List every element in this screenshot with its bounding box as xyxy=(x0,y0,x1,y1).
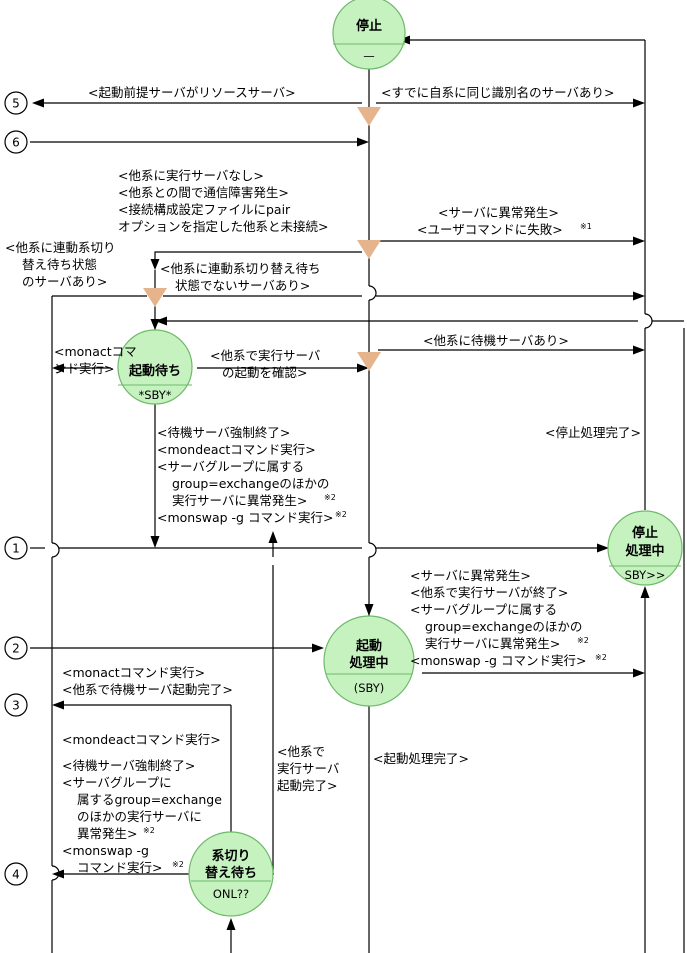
state-start-wait-name: 起動待ち xyxy=(128,363,181,379)
note-2a: ※2 xyxy=(324,493,336,502)
label-group-exchange-2: group=exchangeのほかの xyxy=(425,619,582,634)
label-linked-wait-1: <他系に連動系切り xyxy=(5,240,115,255)
label-pair-option-1: <接続構成設定ファイルにpair xyxy=(118,202,291,217)
label-monact-2: ンド実行> xyxy=(54,361,114,376)
svg-text:5: 5 xyxy=(12,97,20,111)
label-start-complete: <起動処理完了> xyxy=(373,751,469,766)
decision-triangle-4 xyxy=(357,352,381,371)
state-stop: 停止 — xyxy=(332,0,406,70)
svg-text:4: 4 xyxy=(12,868,20,882)
decision-triangles xyxy=(143,107,381,371)
label-server-error: <サーバに異常発生> xyxy=(438,205,559,220)
label-group-exchange-3: 属するgroup=exchange xyxy=(77,792,222,807)
label-monswap: <monswap -g コマンド実行> xyxy=(157,510,333,525)
state-stopping-name1: 停止 xyxy=(632,525,658,541)
label-linked-wait-2: 替え待ち状態 xyxy=(22,257,97,272)
label-server-group: <サーバグループに属する xyxy=(157,459,304,474)
horizontal-lines xyxy=(30,39,684,875)
state-stopping: 停止 処理中 SBY>> xyxy=(607,510,683,586)
note-2e: ※2 xyxy=(143,826,155,835)
label-sby-force-end: <待機サーバ強制終了> xyxy=(157,425,290,440)
label-standby-exists: <他系に待機サーバあり> xyxy=(423,333,569,348)
terminal-3: 3 xyxy=(4,693,28,717)
note-2d: ※2 xyxy=(595,653,607,662)
label-monswap-3: <monswap -g xyxy=(62,843,149,858)
state-starting-sub: (SBY) xyxy=(354,681,385,695)
state-stop-name: 停止 xyxy=(356,18,382,34)
vertical-lines xyxy=(51,40,685,953)
note-2b: ※2 xyxy=(335,510,347,519)
label-monact-cmd: <monactコマンド実行> xyxy=(62,665,205,680)
label-monact-1: <monactコマ xyxy=(54,344,137,359)
label-comm-failure: <他系との間で通信障害発生> xyxy=(118,185,289,200)
label-error-3: 異常発生> xyxy=(77,826,137,841)
label-no-exec-server: <他系に実行サーバなし> xyxy=(118,168,264,183)
label-resource-server: <起動前提サーバがリソースサーバ> xyxy=(88,85,296,100)
state-switch-wait: 系切り 替え待ち ONL?? xyxy=(188,831,274,917)
state-stopping-name2: 処理中 xyxy=(624,543,664,559)
note-1: ※1 xyxy=(580,222,592,231)
label-exec-confirm-1: <他系で実行サーバ xyxy=(210,348,320,363)
terminal-1: 1 xyxy=(4,536,28,560)
label-exec-error: 実行サーバに異常発生> xyxy=(172,493,307,508)
terminal-5: 5 xyxy=(4,91,28,115)
label-not-linked-wait-2: 状態でないサーバあり> xyxy=(175,278,310,293)
label-server-group-3: <サーバグループに xyxy=(62,775,172,790)
label-mondeact-2: <mondeactコマンド実行> xyxy=(62,732,221,747)
label-server-group-2: <サーバグループに属する xyxy=(410,602,557,617)
label-not-linked-wait-1: <他系に連動系切り替え待ち xyxy=(160,261,320,276)
transition-labels: <起動前提サーバがリソースサーバ> <すでに自系に同じ識別名のサーバあり> <他… xyxy=(5,85,641,875)
svg-text:2: 2 xyxy=(12,642,20,656)
state-switch-wait-sub: ONL?? xyxy=(213,887,249,901)
label-cmd-exec-3: コマンド実行> xyxy=(77,860,162,875)
decision-triangle-2 xyxy=(357,240,381,259)
label-user-cmd-fail: <ユーザコマンドに失敗> xyxy=(417,222,563,237)
decision-triangle-1 xyxy=(357,107,381,126)
svg-text:6: 6 xyxy=(12,136,20,150)
terminal-4: 4 xyxy=(4,862,28,886)
label-stop-complete: <停止処理完了> xyxy=(545,425,641,440)
arrowheads xyxy=(32,35,650,930)
label-exec-start-1: <他系で xyxy=(277,744,325,759)
state-start-wait-sub: *SBY* xyxy=(138,388,171,402)
svg-text:3: 3 xyxy=(12,699,20,713)
state-stopping-sub: SBY>> xyxy=(625,568,666,582)
label-exec-error-2: 実行サーバに異常発生> xyxy=(425,636,560,651)
note-2f: ※2 xyxy=(172,860,184,869)
state-start-wait: 起動待ち *SBY* xyxy=(117,329,193,405)
label-exec-start-3: 起動完了> xyxy=(277,778,337,793)
state-starting: 起動 処理中 (SBY) xyxy=(323,615,415,707)
label-exec-server-3: のほかの実行サーバに xyxy=(77,809,202,824)
label-exec-start-2: 実行サーバ xyxy=(277,761,339,776)
label-exec-end: <他系で実行サーバが終了> xyxy=(410,585,568,600)
label-mondeact: <mondeactコマンド実行> xyxy=(157,442,316,457)
label-sby-start-done: <他系で待機サーバ起動完了> xyxy=(62,682,233,697)
label-monswap-2: <monswap -g コマンド実行> xyxy=(410,653,586,668)
label-server-error-2: <サーバに異常発生> xyxy=(410,568,531,583)
terminal-6: 6 xyxy=(4,130,28,154)
label-sby-force-end-2: <待機サーバ強制終了> xyxy=(62,758,195,773)
svg-text:1: 1 xyxy=(12,542,20,556)
state-starting-name2: 処理中 xyxy=(348,655,388,671)
terminals: 1 2 3 4 5 6 xyxy=(4,91,28,886)
state-starting-name1: 起動 xyxy=(355,638,382,654)
state-stop-sub: — xyxy=(363,49,375,63)
label-linked-wait-3: のサーバあり> xyxy=(22,274,107,289)
state-switch-wait-name1: 系切り xyxy=(211,848,250,864)
state-switch-wait-name2: 替え待ち xyxy=(205,865,257,881)
label-exec-confirm-2: の起動を確認> xyxy=(222,365,307,380)
terminal-2: 2 xyxy=(4,636,28,660)
label-same-id-server: <すでに自系に同じ識別名のサーバあり> xyxy=(381,85,614,100)
label-pair-option-2: オプションを指定した他系と未接続> xyxy=(118,219,328,234)
decision-triangle-3 xyxy=(143,288,167,307)
note-2c: ※2 xyxy=(577,636,589,645)
label-group-exchange: group=exchangeのほかの xyxy=(172,476,329,491)
